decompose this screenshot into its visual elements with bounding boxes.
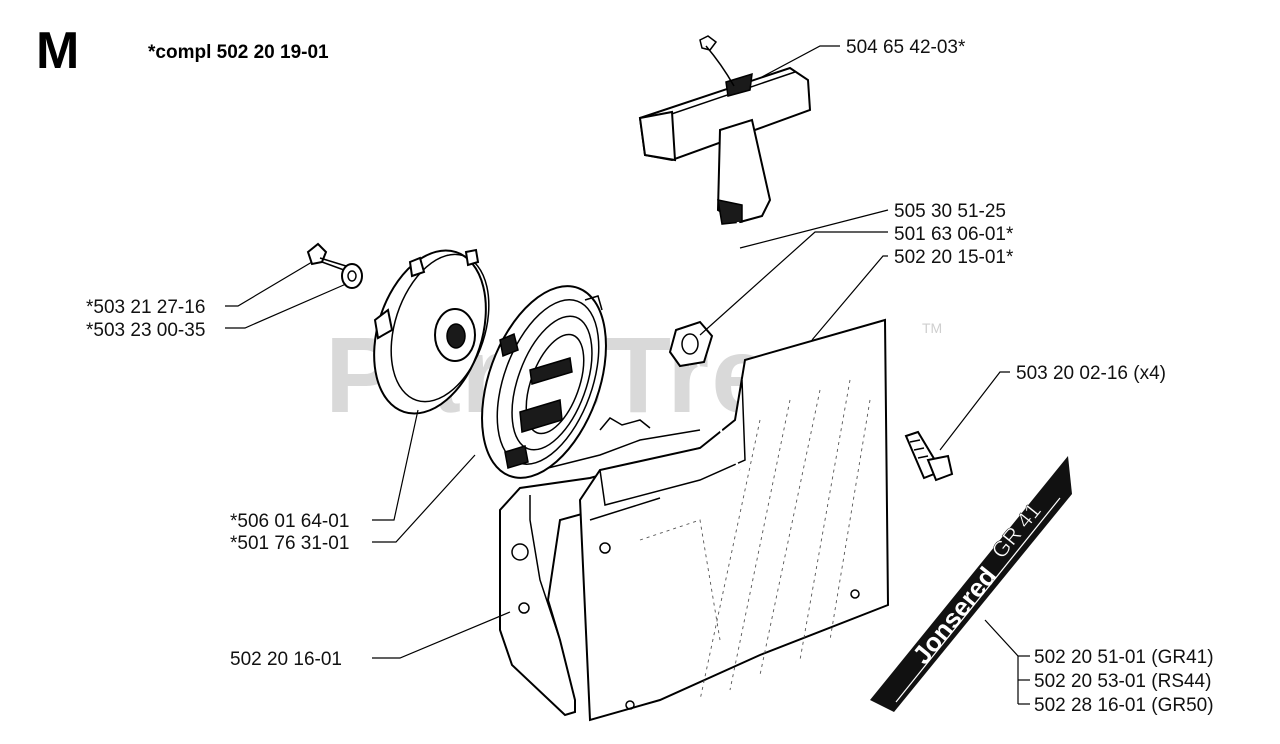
callout-starter-handle: 504 65 42-03* [846,37,966,58]
callout-labels: 504 65 42-03* 505 30 51-25 501 63 06-01*… [86,37,1214,716]
recoil-spring-drawing [481,285,607,479]
washer-drawing [341,263,363,289]
kit-note: *compl 502 20 19-01 [148,42,329,63]
callout-rope-guide: 501 63 06-01* [894,224,1014,245]
leader-lines [225,45,1030,705]
callout-washer: *503 23 00-35 [86,320,205,341]
starter-housing-drawing [578,318,890,722]
callout-starter-rope: 505 30 51-25 [894,201,1006,222]
trademark-mark: TM [922,320,942,336]
callout-cover-plate: 502 20 16-01 [230,649,342,670]
callout-decal-gr50: 502 28 16-01 (GR50) [1034,695,1214,716]
center-screw-drawing [306,242,347,271]
housing-screw-drawing [904,430,954,482]
callout-rope-pulley: *506 01 64-01 [230,511,349,532]
rope-pulley-drawing [373,248,490,415]
callout-starter-housing: 502 20 15-01* [894,247,1014,268]
callout-recoil-spring: *501 76 31-01 [230,533,349,554]
callout-center-screw: *503 21 27-16 [86,297,205,318]
callout-decal-rs44: 502 20 53-01 (RS44) [1034,671,1211,692]
decal-brand: Jonsered [906,561,1002,670]
section-letter: M [36,22,79,80]
callout-housing-screw: 503 20 02-16 (x4) [1016,363,1166,384]
starter-handle-drawing [638,66,812,225]
callout-decal-gr41: 502 20 51-01 (GR41) [1034,647,1214,668]
